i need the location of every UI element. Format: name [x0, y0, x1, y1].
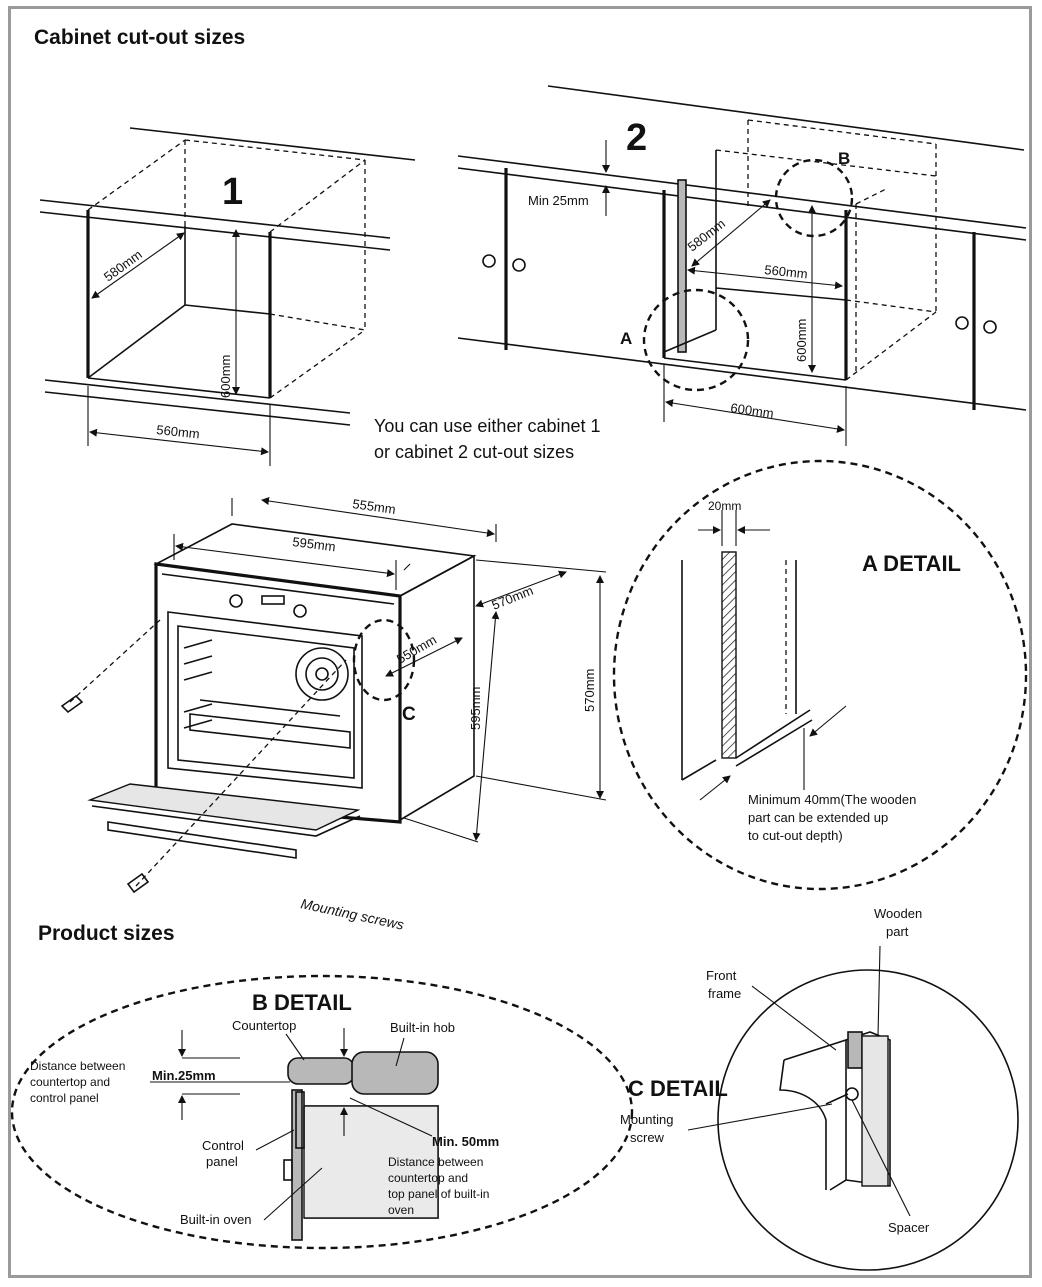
b-detail-distance-1: Distance between: [30, 1059, 125, 1073]
oven-width-front-label: 595mm: [292, 534, 337, 554]
c-detail-front-1: Front: [706, 968, 737, 983]
a-detail-title: A DETAIL: [862, 551, 961, 576]
cabinet-2-number: 2: [626, 117, 647, 159]
note-line-1: You can use either cabinet 1: [374, 416, 601, 436]
a-detail-note-2: part can be extended up: [748, 810, 888, 825]
cabinet-1-number: 1: [222, 171, 243, 213]
c-detail-front-2: frame: [708, 986, 741, 1001]
oven-side-570-label: 570mm: [490, 583, 536, 613]
marker-c: C: [402, 704, 416, 725]
b-detail-distance-2: countertop and: [30, 1075, 110, 1089]
b-detail-dist2-1: Distance between: [388, 1155, 483, 1169]
mounting-screws-label: Mounting screws: [299, 895, 405, 932]
b-detail-control-panel-1: Control: [202, 1138, 244, 1153]
cabinet-1-height-label: 600mm: [218, 355, 233, 398]
cabinet-cutout-heading: Cabinet cut-out sizes: [34, 26, 245, 49]
a-detail-note-1: Minimum 40mm(The wooden: [748, 792, 916, 807]
product-sizes-heading: Product sizes: [38, 922, 175, 945]
b-detail-oven-label: Built-in oven: [180, 1212, 252, 1227]
b-detail-countertop-label: Countertop: [232, 1018, 296, 1033]
c-detail-drawing: [687, 945, 1019, 1271]
oven-depth-top-label: 555mm: [352, 496, 397, 517]
b-detail-control-panel-2: panel: [206, 1154, 238, 1169]
cabinet-2-depth-label: 580mm: [685, 216, 728, 255]
b-detail-drawing: [10, 974, 634, 1250]
cabinet-2-inner-width-label: 560mm: [764, 262, 809, 281]
c-detail-title: C DETAIL: [628, 1076, 728, 1101]
b-detail-distance-3: control panel: [30, 1091, 99, 1105]
marker-a: A: [620, 329, 632, 348]
b-detail-min25-label: Min.25mm: [152, 1068, 216, 1083]
cabinet-1-width-label: 560mm: [156, 422, 201, 441]
b-detail-title: B DETAIL: [252, 990, 352, 1015]
cabinet-2-drawing: [457, 85, 1027, 446]
cabinet-2-min-gap-label: Min 25mm: [528, 193, 589, 208]
cabinet-2-width-label: 600mm: [730, 400, 775, 421]
oven-height-570-label: 570mm: [582, 669, 597, 712]
cabinet-2-height-label: 600mm: [794, 319, 809, 362]
b-detail-dist2-4: oven: [388, 1203, 414, 1217]
c-detail-wooden-2: part: [886, 924, 909, 939]
b-detail-dist2-2: countertop and: [388, 1171, 468, 1185]
b-detail-hob-label: Built-in hob: [390, 1020, 455, 1035]
oven-drawing: [60, 497, 607, 894]
a-detail-gap-label: 20mm: [708, 499, 741, 513]
c-detail-screw-2: screw: [630, 1130, 665, 1145]
c-detail-screw-1: Mounting: [620, 1112, 673, 1127]
c-detail-spacer-label: Spacer: [888, 1220, 930, 1235]
b-detail-dist2-3: top panel of built-in: [388, 1187, 489, 1201]
a-detail-drawing: [612, 459, 1028, 891]
oven-height-595-label: 595mm: [468, 687, 483, 730]
note-line-2: or cabinet 2 cut-out sizes: [374, 442, 574, 462]
marker-b: B: [838, 149, 850, 168]
a-detail-note-3: to cut-out depth): [748, 828, 843, 843]
c-detail-wooden-1: Wooden: [874, 906, 922, 921]
cabinet-1-drawing: [39, 127, 416, 466]
b-detail-min50-label: Min. 50mm: [432, 1134, 499, 1149]
